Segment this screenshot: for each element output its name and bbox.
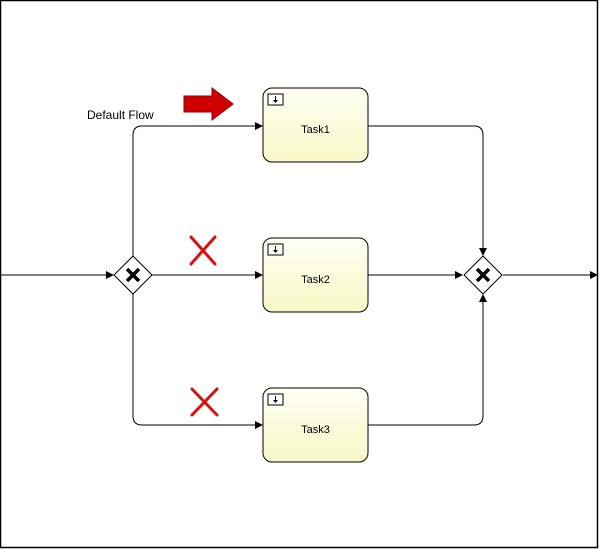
task3-label: Task3 bbox=[301, 424, 330, 436]
task-shape bbox=[262, 237, 369, 313]
task-shape bbox=[262, 387, 369, 463]
x-icon bbox=[125, 267, 141, 283]
task2-box[interactable]: Task2 bbox=[262, 237, 369, 313]
subprocess-marker-icon bbox=[267, 393, 284, 406]
red-x-icon bbox=[190, 387, 219, 417]
flow-task1-to-merge[interactable] bbox=[368, 125, 487, 256]
subprocess-marker-icon bbox=[267, 243, 284, 256]
red-x-icon bbox=[189, 235, 217, 266]
flow-to-task3[interactable] bbox=[132, 294, 263, 429]
x-icon bbox=[475, 267, 491, 283]
split-gateway[interactable] bbox=[113, 255, 153, 295]
task3-box[interactable]: Task3 bbox=[262, 387, 369, 463]
task2-label: Task2 bbox=[301, 274, 330, 286]
default-flow-to-task1[interactable] bbox=[132, 122, 263, 256]
task-shape bbox=[262, 87, 369, 163]
merge-gateway[interactable] bbox=[463, 255, 503, 295]
subprocess-marker-icon bbox=[267, 93, 284, 106]
task1-label: Task1 bbox=[301, 124, 330, 136]
task1-box[interactable]: Task1 bbox=[262, 87, 369, 163]
red-arrow-right-icon bbox=[183, 86, 234, 122]
default-flow-label: Default Flow bbox=[87, 108, 154, 122]
flow-task3-to-merge[interactable] bbox=[368, 294, 487, 426]
